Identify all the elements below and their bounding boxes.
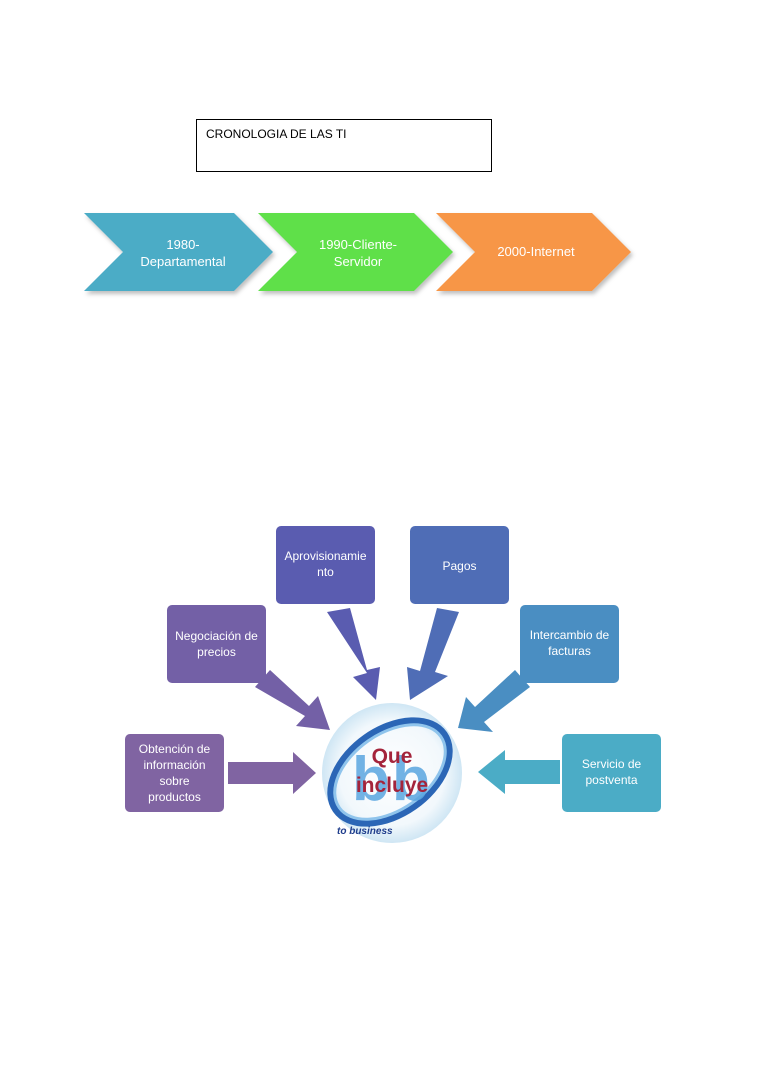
svg-text:b: b bbox=[392, 745, 430, 814]
node-obtencion: Obtención de información sobre productos bbox=[125, 734, 224, 812]
node-negociacion-label: Negociación de precios bbox=[175, 629, 258, 659]
title-box: CRONOLOGIA DE LAS TI bbox=[196, 119, 492, 172]
chevron-1990 bbox=[258, 213, 453, 291]
arrow-obtencion bbox=[228, 752, 316, 794]
center-label: Que incluye bbox=[355, 745, 429, 797]
node-negociacion: Negociación de precios bbox=[167, 605, 266, 683]
node-intercambio-label: Intercambio de facturas bbox=[529, 628, 610, 658]
chevron-1980 bbox=[84, 213, 273, 291]
b2b-logo-icon: b b bbox=[322, 703, 462, 843]
arrow-pagos bbox=[407, 608, 459, 700]
chevron-1980-label: 1980- Departamental bbox=[140, 237, 226, 269]
svg-text:b: b bbox=[352, 745, 390, 814]
arrow-servicio bbox=[478, 750, 560, 794]
chevron-2000 bbox=[436, 213, 631, 291]
node-obtencion-label: Obtención de información sobre productos bbox=[138, 742, 211, 804]
page-title: CRONOLOGIA DE LAS TI bbox=[206, 127, 347, 141]
node-pagos: Pagos bbox=[410, 526, 509, 604]
chevron-2000-label: 2000-Internet bbox=[497, 244, 575, 259]
node-intercambio: Intercambio de facturas bbox=[520, 605, 619, 683]
node-servicio: Servicio de postventa bbox=[562, 734, 661, 812]
node-aprovisionamiento-label: Aprovisionamie nto bbox=[284, 549, 367, 579]
arrow-aprovisionamiento bbox=[327, 608, 380, 700]
chevron-1990-label: 1990-Cliente- Servidor bbox=[318, 237, 398, 269]
arrow-negociacion bbox=[255, 670, 330, 730]
logo-text: to business bbox=[337, 826, 393, 837]
node-aprovisionamiento: Aprovisionamie nto bbox=[276, 526, 375, 604]
node-servicio-label: Servicio de postventa bbox=[581, 757, 642, 787]
node-pagos-label: Pagos bbox=[442, 559, 477, 573]
arrow-intercambio bbox=[458, 670, 530, 732]
timeline-chevrons bbox=[84, 213, 631, 291]
